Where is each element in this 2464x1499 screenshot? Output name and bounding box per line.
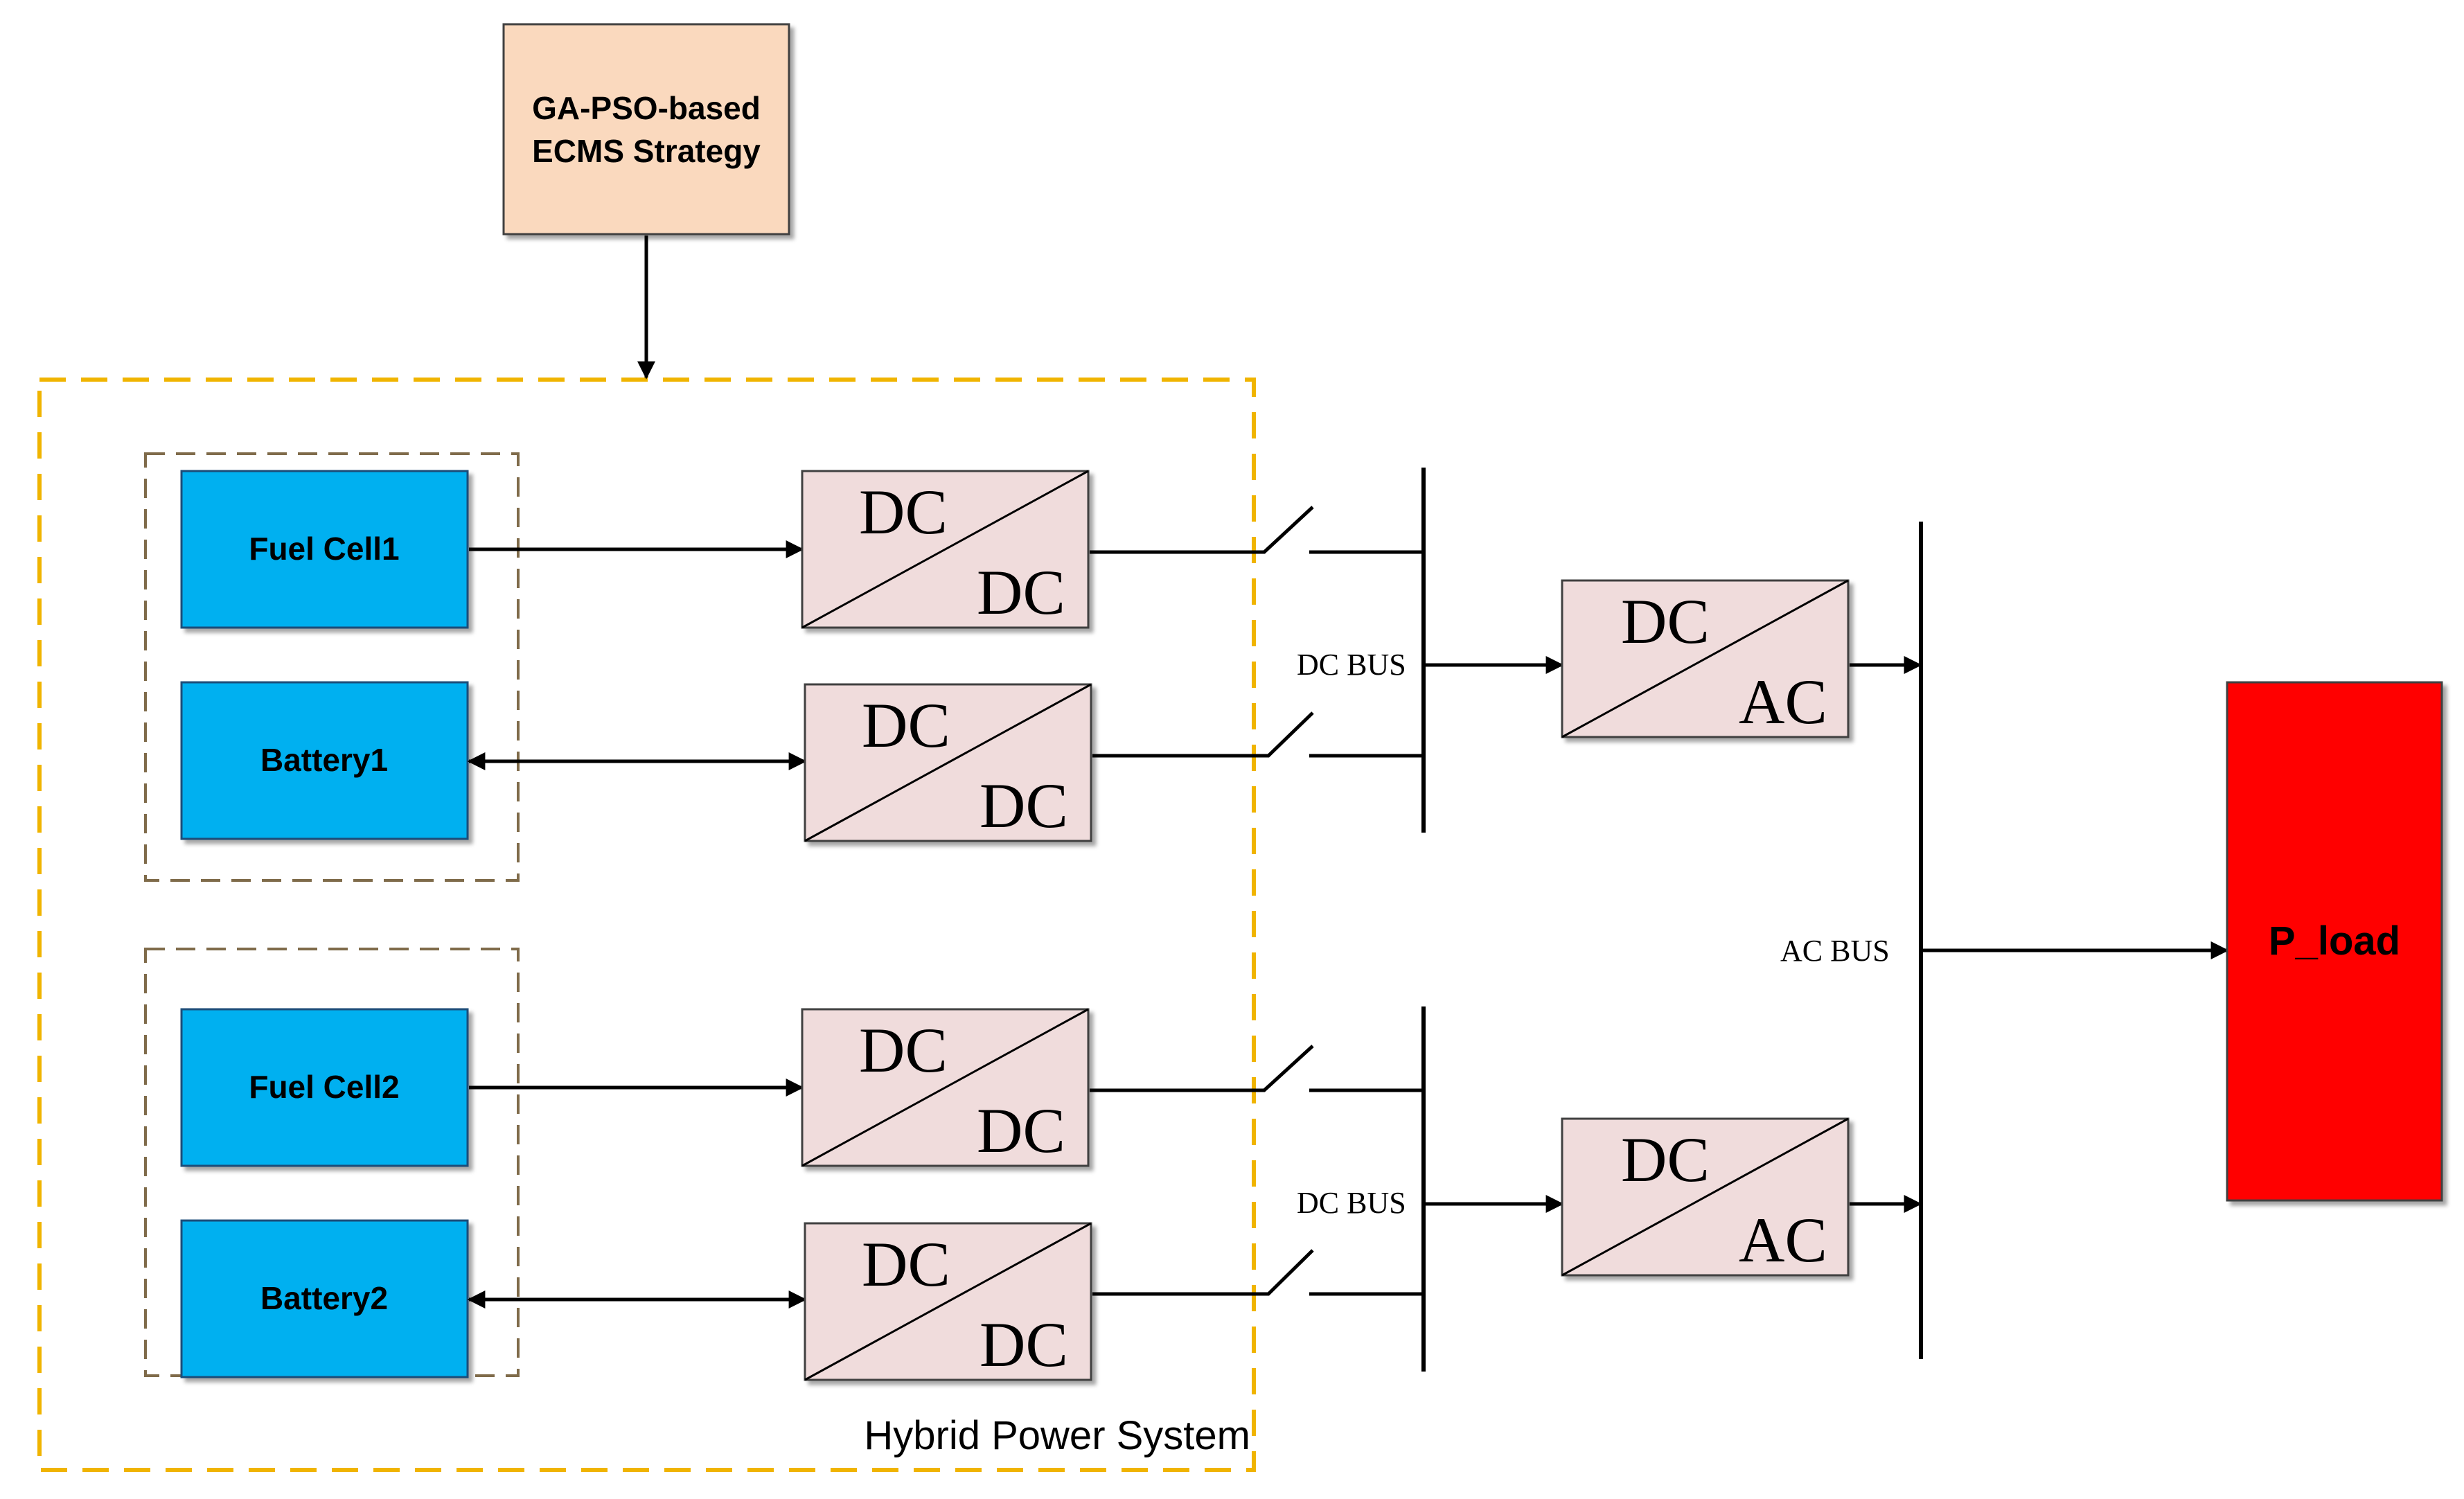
dcac-2-output-label: AC <box>1739 1205 1827 1275</box>
battery-1-block: Battery1 <box>180 681 469 840</box>
dcdc-converter-4: DC DC <box>804 1222 1092 1381</box>
hybrid-system-boundary <box>37 378 1256 1472</box>
dcac-converter-1: DC AC <box>1561 579 1850 738</box>
switch-2 <box>1092 711 1424 758</box>
dcac-1-input-label: DC <box>1621 586 1710 657</box>
dcac-2-input-label: DC <box>1621 1124 1710 1195</box>
dcdc-converter-2: DC DC <box>804 683 1092 842</box>
strategy-label-line2: ECMS Strategy <box>532 133 761 169</box>
fuel-cell-1-label: Fuel Cell1 <box>249 531 399 567</box>
dcdc-converter-1: DC DC <box>801 470 1090 629</box>
dcdc-1-input-label: DC <box>859 477 948 547</box>
dcac-converter-2: DC AC <box>1561 1117 1850 1277</box>
switch-1 <box>1090 506 1424 554</box>
dcdc-2-input-label: DC <box>862 690 950 761</box>
load-label: P_load <box>2269 919 2400 964</box>
ac-bus-label: AC BUS <box>1780 934 1890 968</box>
switch-4 <box>1092 1249 1424 1296</box>
dcdc-4-output-label: DC <box>980 1309 1068 1380</box>
dc-bus-1-label: DC BUS <box>1297 648 1406 682</box>
strategy-box <box>502 23 790 236</box>
dcdc-2-output-label: DC <box>980 770 1068 841</box>
battery-2-block: Battery2 <box>180 1219 469 1378</box>
battery-1-label: Battery1 <box>260 742 388 778</box>
switch-3 <box>1090 1045 1424 1092</box>
dcdc-converter-3: DC DC <box>801 1008 1090 1167</box>
group-box-1 <box>144 452 520 882</box>
fuel-cell-1-block: Fuel Cell1 <box>180 470 469 629</box>
dcdc-3-input-label: DC <box>859 1015 948 1085</box>
dcdc-1-output-label: DC <box>977 557 1065 628</box>
battery-2-label: Battery2 <box>260 1280 388 1316</box>
hybrid-system-label: Hybrid Power System <box>864 1413 1250 1458</box>
dcdc-4-input-label: DC <box>862 1229 950 1300</box>
fuel-cell-2-block: Fuel Cell2 <box>180 1008 469 1167</box>
dc-bus-2-label: DC BUS <box>1297 1186 1406 1220</box>
dcac-1-output-label: AC <box>1739 666 1827 737</box>
load-block: P_load <box>2226 681 2443 1202</box>
strategy-label-line1: GA-PSO-based <box>532 90 761 126</box>
dcdc-3-output-label: DC <box>977 1095 1065 1166</box>
fuel-cell-2-label: Fuel Cell2 <box>249 1069 399 1105</box>
